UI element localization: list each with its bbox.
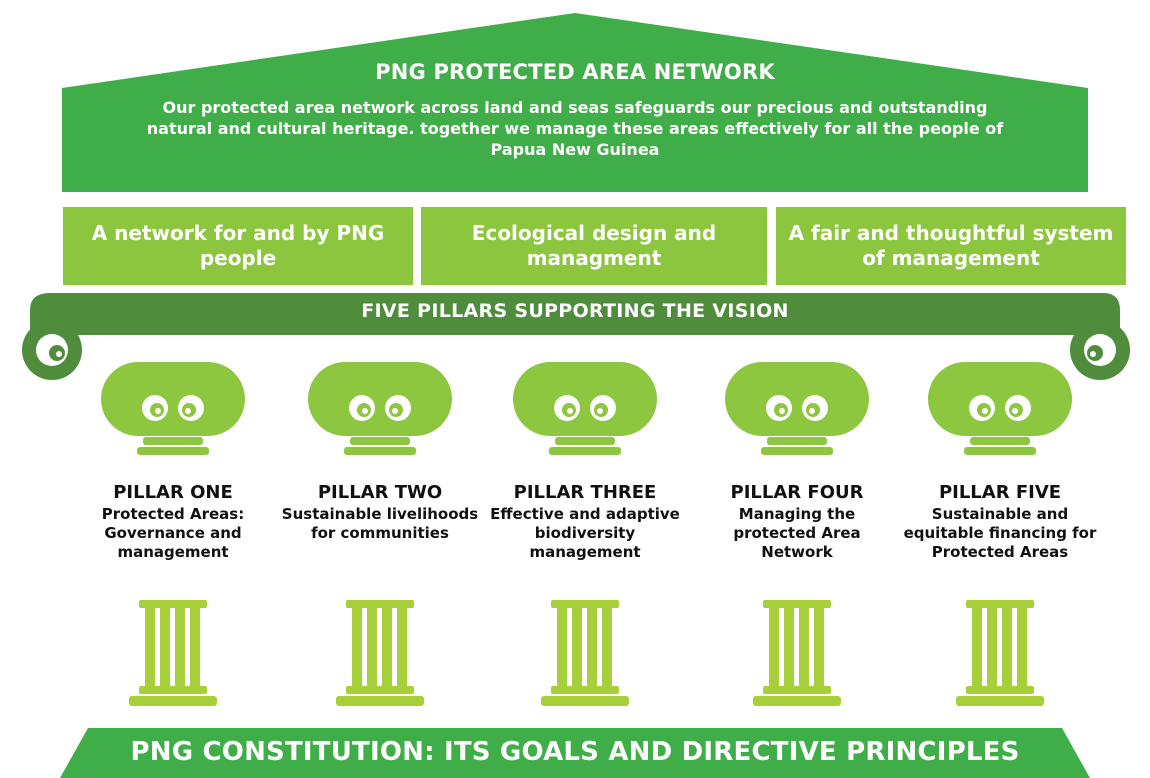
pillar-five-graphic xyxy=(928,362,1072,706)
pillar-flute xyxy=(1002,608,1012,686)
pillar-shaft-top xyxy=(346,600,414,608)
pillar-capital-icon xyxy=(513,362,657,436)
principle-label: Ecological design and managment xyxy=(471,221,717,270)
pillar-five-description: Sustainable and equitable financing for … xyxy=(903,505,1097,561)
pillar-two-graphic xyxy=(308,362,452,706)
pillar-flute xyxy=(972,608,982,686)
pillar-shaft-top xyxy=(966,600,1034,608)
pillar-plinth xyxy=(956,696,1044,706)
principle-label: A fair and thoughtful system of manageme… xyxy=(788,221,1114,270)
pillar-flute xyxy=(160,608,170,686)
pillar-flute xyxy=(352,608,362,686)
pillar-flute xyxy=(799,608,809,686)
pillar-plinth xyxy=(336,696,424,706)
roof-shape xyxy=(62,13,1088,192)
pillar-flute xyxy=(784,608,794,686)
principle-box-people: A network for and by PNG people xyxy=(63,207,413,285)
vision-banner-title: FIVE PILLARS SUPPORTING THE VISION xyxy=(361,300,789,322)
principle-box-management: A fair and thoughtful system of manageme… xyxy=(776,207,1126,285)
pillar-one-title: PILLAR ONE xyxy=(113,482,233,503)
pillar-flute xyxy=(769,608,779,686)
pillar-flute xyxy=(572,608,582,686)
pillar-shaft-top xyxy=(763,600,831,608)
pillar-flute xyxy=(145,608,155,686)
pillar-three-description: Effective and adaptive biodiversity mana… xyxy=(490,505,680,561)
pillar-plinth xyxy=(541,696,629,706)
pillar-flute xyxy=(602,608,612,686)
pillar-four-title: PILLAR FOUR xyxy=(730,482,864,503)
pillar-flute xyxy=(814,608,824,686)
pillar-three-graphic xyxy=(513,362,657,706)
pillar-flute xyxy=(1017,608,1027,686)
pillar-capital-icon xyxy=(101,362,245,436)
pillar-flute xyxy=(175,608,185,686)
pillar-flute xyxy=(587,608,597,686)
pillar-flute xyxy=(382,608,392,686)
pillar-capital-icon xyxy=(725,362,869,436)
roof-title: PNG PROTECTED AREA NETWORK xyxy=(375,60,775,84)
roof-description: Our protected area network across land a… xyxy=(146,98,1004,159)
pillar-one-description: Protected Areas: Governance and manageme… xyxy=(101,505,245,561)
pillar-flute xyxy=(557,608,567,686)
pillar-capital-icon xyxy=(928,362,1072,436)
pillar-two-description: Sustainable livelihoods for communities xyxy=(281,505,479,542)
base-shape xyxy=(60,728,1090,778)
pillar-four-description: Managing the protected Area Network xyxy=(733,505,861,561)
pillar-two-title: PILLAR TWO xyxy=(317,482,443,503)
vision-beam xyxy=(22,293,1130,380)
base-title: PNG CONSTITUTION: ITS GOALS AND DIRECTIV… xyxy=(130,737,1020,767)
pillar-five-title: PILLAR FIVE xyxy=(938,482,1062,503)
principle-label: A network for and by PNG people xyxy=(91,221,385,270)
pillar-flute xyxy=(190,608,200,686)
pillar-plinth xyxy=(753,696,841,706)
pillar-flute xyxy=(397,608,407,686)
pillar-shaft-top xyxy=(551,600,619,608)
pillar-flute xyxy=(987,608,997,686)
pillar-flute xyxy=(367,608,377,686)
pillar-plinth xyxy=(129,696,217,706)
pillar-three-title: PILLAR THREE xyxy=(513,482,657,503)
pillar-shaft-top xyxy=(139,600,207,608)
pillar-capital-icon xyxy=(308,362,452,436)
pillar-four-graphic xyxy=(725,362,869,706)
principle-box-ecological: Ecological design and managment xyxy=(421,207,767,285)
pillar-one-graphic xyxy=(101,362,245,706)
